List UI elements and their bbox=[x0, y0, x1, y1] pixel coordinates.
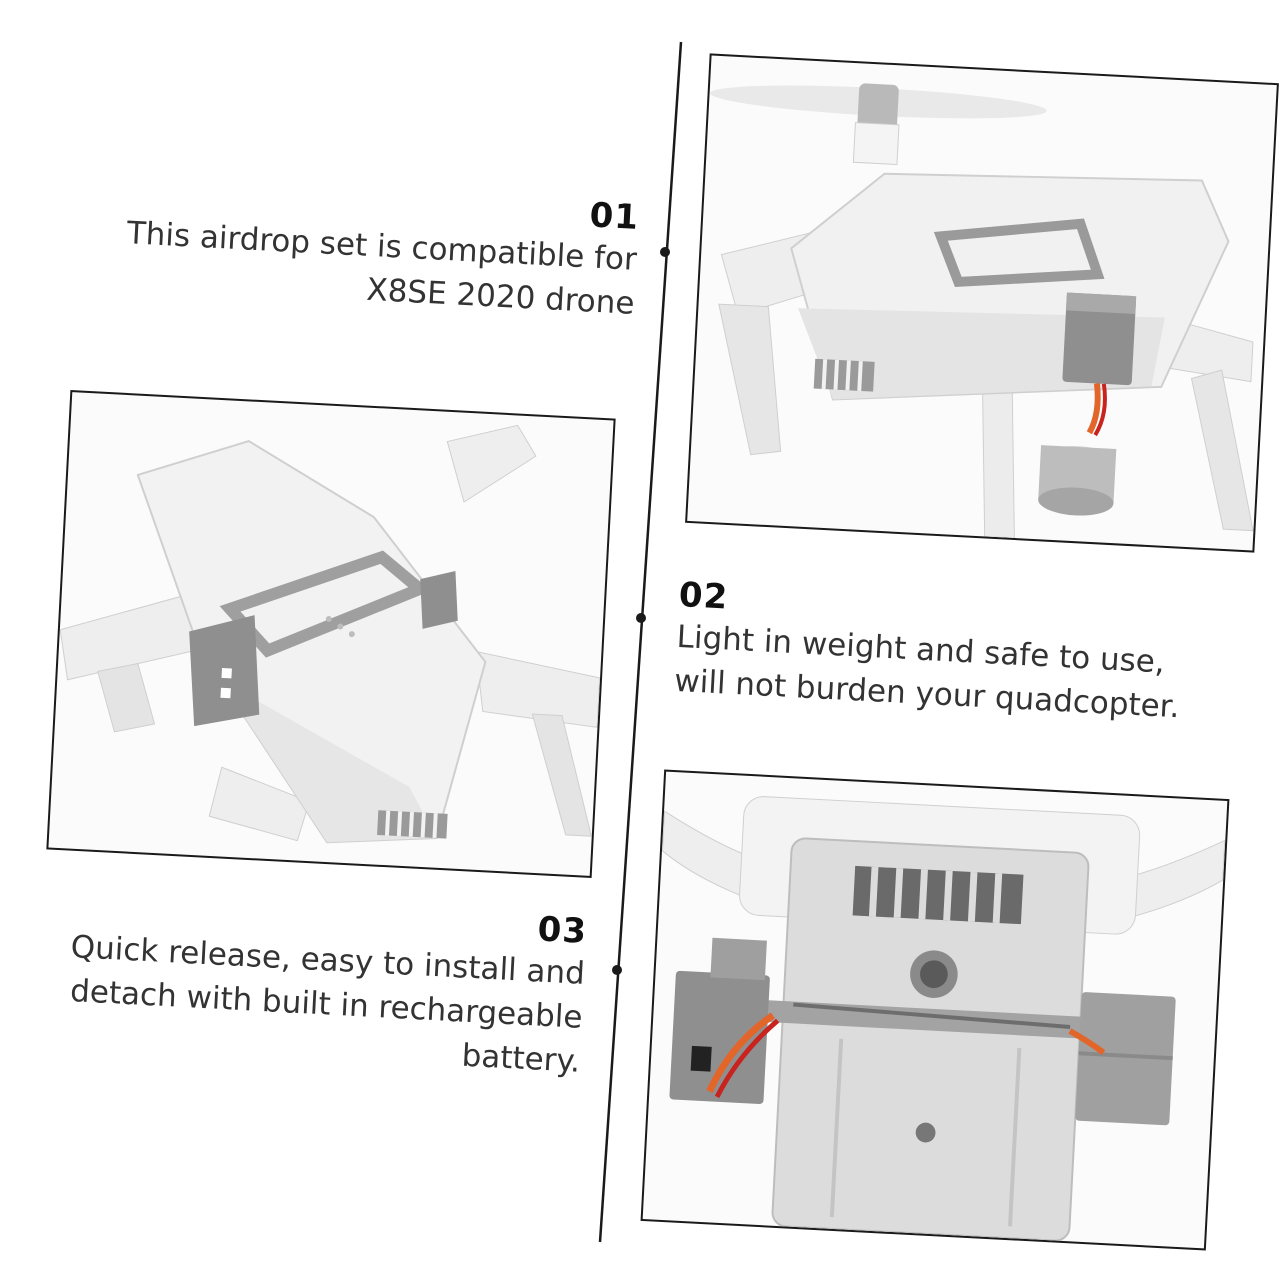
timeline-dot-01 bbox=[660, 247, 670, 257]
feature-03: 03 Quick release, easy to install and de… bbox=[32, 883, 588, 1083]
drone-illustration bbox=[710, 83, 1254, 539]
product-photo-top bbox=[685, 53, 1279, 553]
drone-illustration bbox=[59, 424, 601, 844]
timeline-dot-02 bbox=[636, 613, 646, 623]
product-photo-underside bbox=[640, 769, 1230, 1251]
drone-illustration bbox=[661, 796, 1226, 1242]
timeline-dot-03 bbox=[612, 965, 622, 975]
product-photo-angled bbox=[46, 390, 616, 878]
